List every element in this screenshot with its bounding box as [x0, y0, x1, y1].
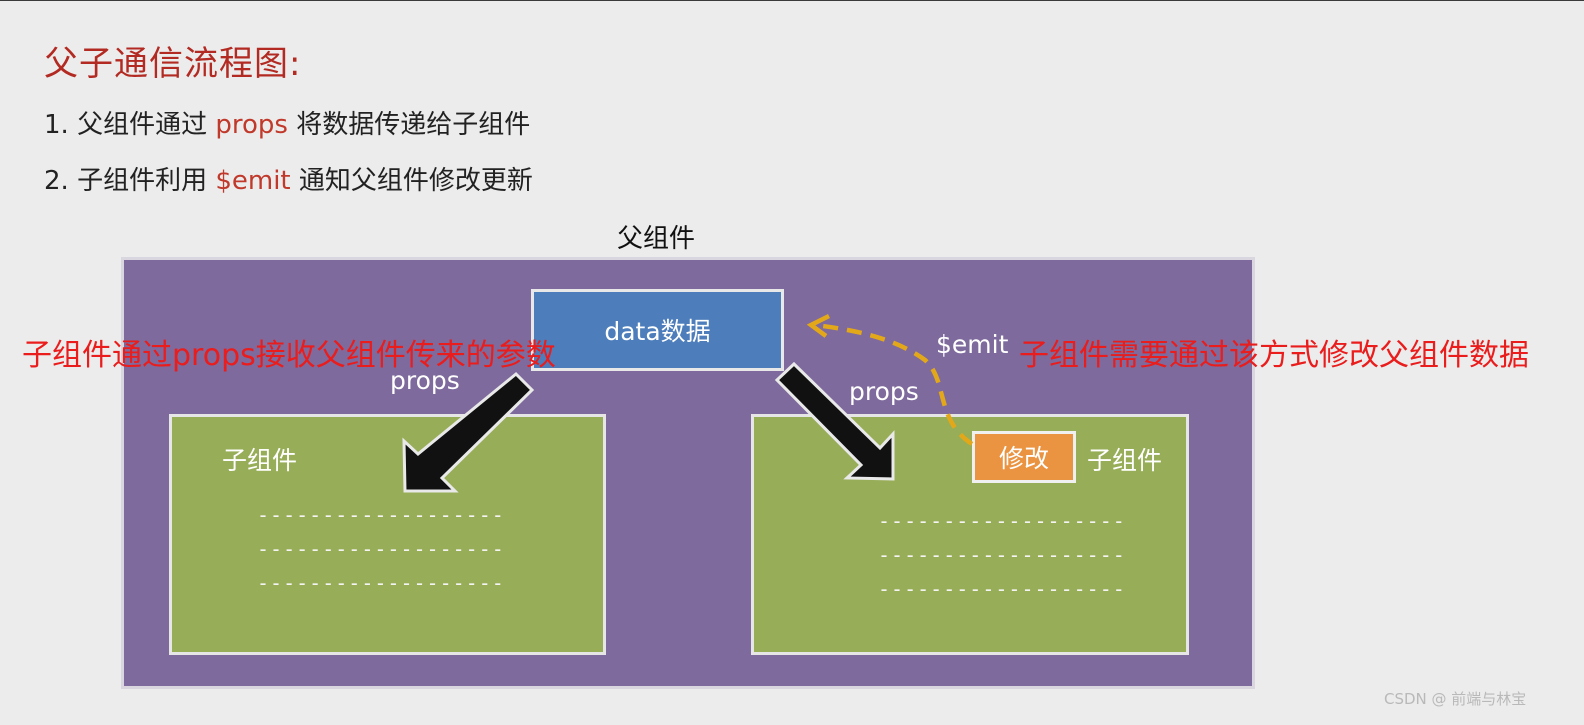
- props-arrow-left: [402, 371, 535, 493]
- annotation-left: 子组件通过props接收父组件传来的参数: [22, 338, 556, 373]
- data-box: data数据: [531, 289, 784, 371]
- line1-prefix: 1. 父组件通过: [44, 110, 216, 140]
- description-line-1: 1. 父组件通过 props 将数据传递给子组件: [44, 104, 530, 141]
- right-child-dash-line-3: -------------------: [878, 577, 1126, 601]
- emit-arrowhead: [806, 313, 831, 338]
- emit-dashed-arrow: [814, 322, 974, 446]
- page-title: 父子通信流程图:: [44, 44, 302, 84]
- right-child-dash-line-2: -------------------: [878, 543, 1126, 567]
- child-component-left: [169, 414, 606, 655]
- top-divider: [0, 0, 1584, 1]
- watermark: CSDN @ 前端与林宝: [1384, 690, 1527, 708]
- line1-keyword: props: [215, 110, 288, 140]
- left-child-dash-line-3: -------------------: [257, 571, 505, 595]
- line2-prefix: 2. 子组件利用: [44, 166, 216, 196]
- props-label-right: props: [849, 377, 919, 406]
- props-label-left: props: [390, 366, 460, 395]
- description-line-2: 2. 子组件利用 $emit 通知父组件修改更新: [44, 160, 533, 197]
- left-child-dash-line-1: -------------------: [257, 503, 505, 527]
- left-child-dash-line-2: -------------------: [257, 537, 505, 561]
- line2-keyword: $emit: [215, 166, 291, 196]
- parent-component-label: 父组件: [617, 224, 696, 254]
- left-child-label: 子组件: [222, 446, 298, 475]
- child-component-right: [751, 414, 1189, 655]
- right-child-dash-line-1: -------------------: [878, 509, 1126, 533]
- modify-button[interactable]: 修改: [972, 431, 1076, 483]
- annotation-right: 子组件需要通过该方式修改父组件数据: [1019, 338, 1529, 373]
- line1-suffix: 将数据传递给子组件: [287, 110, 531, 140]
- props-arrow-right: [774, 361, 895, 481]
- emit-label: $emit: [936, 330, 1009, 359]
- line2-suffix: 通知父组件修改更新: [290, 166, 533, 196]
- right-child-label: 子组件: [1087, 446, 1163, 475]
